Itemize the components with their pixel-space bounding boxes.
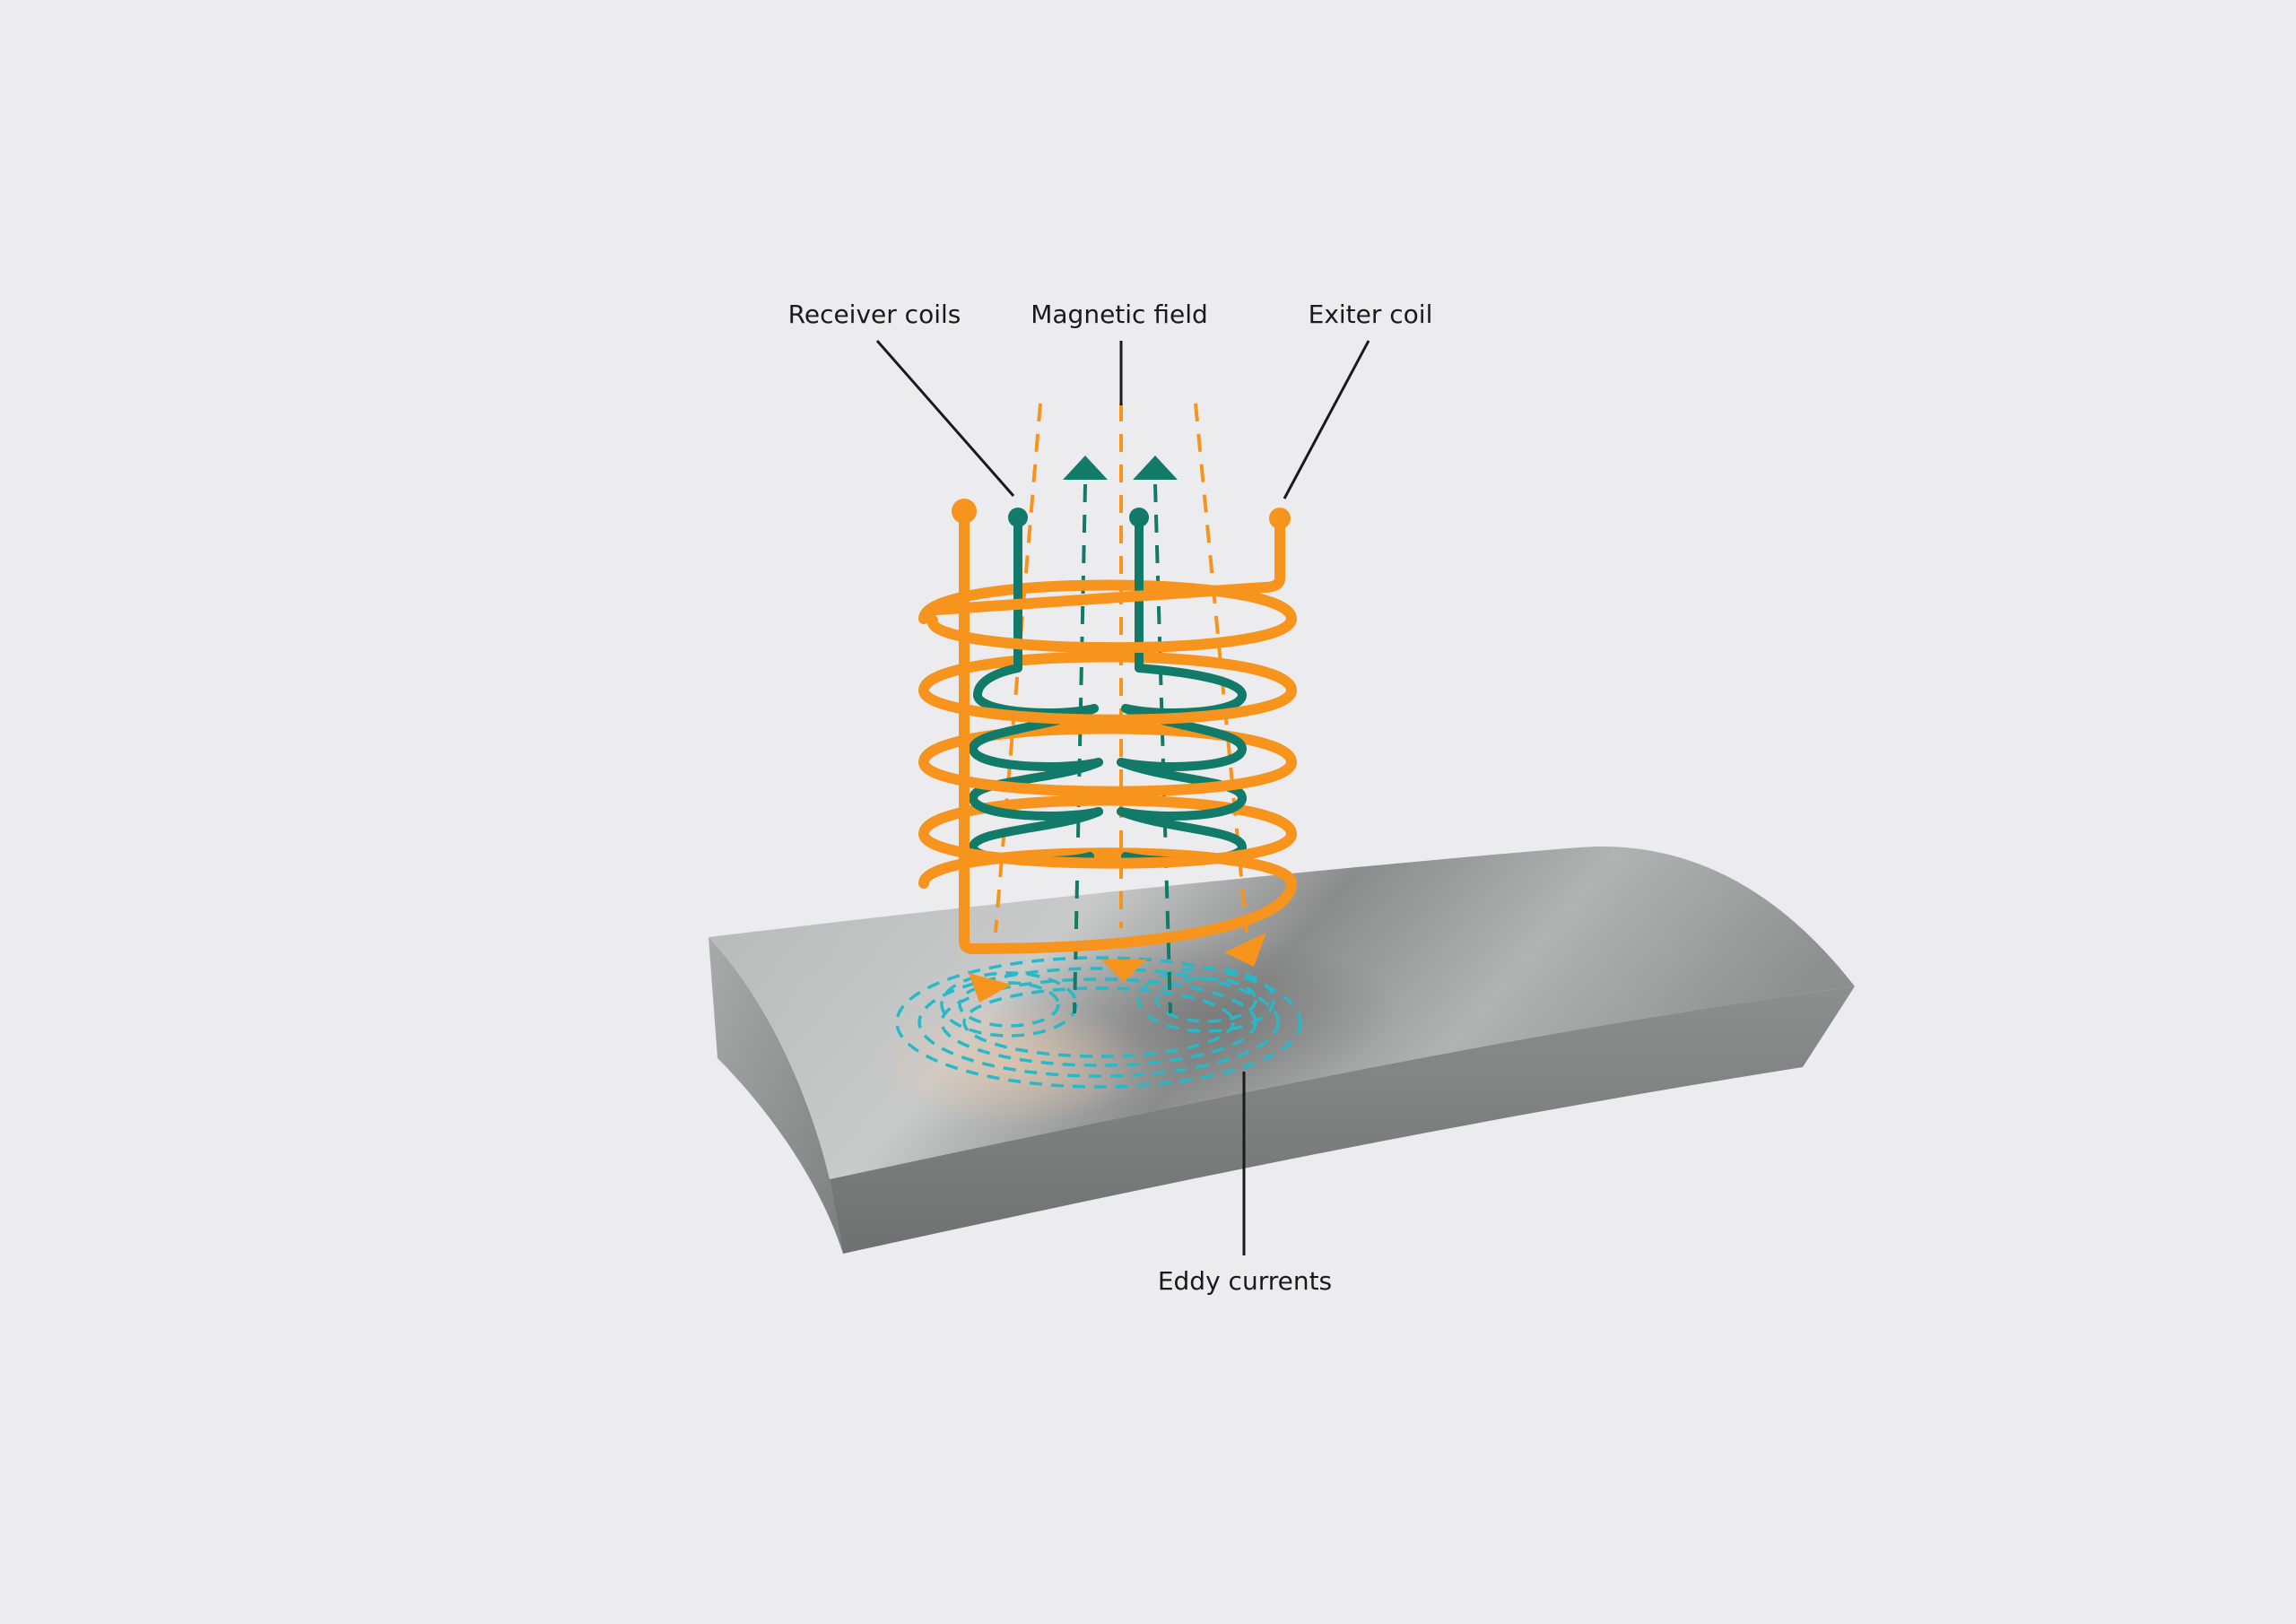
label-exciter-coil: Exiter coil xyxy=(1309,300,1433,329)
exciter-lead-right xyxy=(921,513,1285,626)
eddy-loop xyxy=(962,986,1235,1058)
exciter-lead-left xyxy=(959,508,992,954)
leader-lines xyxy=(875,340,1370,1255)
leader-receiver-coils xyxy=(875,340,1015,497)
receiver-terminal-icon xyxy=(1129,508,1149,527)
field-arrow-down-icon xyxy=(969,973,1012,1003)
label-eddy-currents: Eddy currents xyxy=(1158,1266,1332,1296)
eddy-loop xyxy=(1155,977,1257,1023)
workpiece-left-face xyxy=(709,937,843,1254)
field-arrow-down-icon xyxy=(1101,960,1146,982)
receiver-coils xyxy=(969,508,1247,866)
field-arrow-up-icon xyxy=(1063,456,1108,480)
exciter-coil xyxy=(918,499,1297,954)
eddy-loop xyxy=(918,967,1280,1078)
field-arrow-down-icon xyxy=(1224,933,1266,967)
label-receiver-coils: Receiver coils xyxy=(788,300,961,329)
labels: Receiver coils Magnetic field Exiter coi… xyxy=(788,300,1433,1296)
eddy-loop xyxy=(895,956,1302,1089)
workpiece-front-face xyxy=(830,986,1855,1254)
receiver-terminal-icon xyxy=(1008,508,1028,527)
exciter-terminal-icon xyxy=(952,499,977,524)
field-line xyxy=(1073,483,1087,1014)
exciter-coil-back xyxy=(918,579,1297,889)
exciter-terminal-icon xyxy=(1269,508,1291,529)
eddy-loop xyxy=(1137,967,1275,1033)
leader-exciter-coil xyxy=(1283,340,1370,499)
label-magnetic-field: Magnetic field xyxy=(1031,300,1208,329)
field-arrow-up-icon xyxy=(1133,456,1178,480)
eddy-currents xyxy=(895,956,1302,1089)
field-line xyxy=(994,403,1042,934)
field-line xyxy=(1153,483,1172,1014)
eddy-loop xyxy=(958,981,1060,1028)
